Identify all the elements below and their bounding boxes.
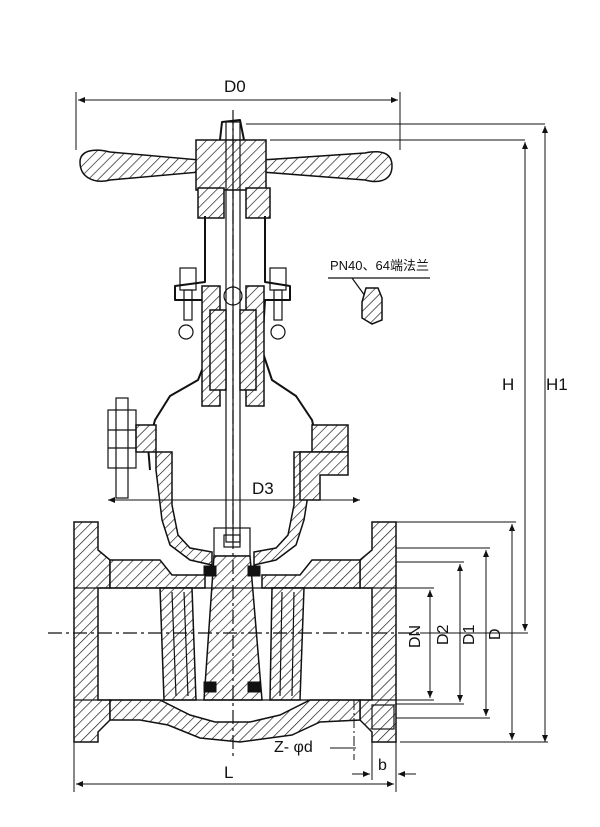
d0-label: D0	[224, 77, 246, 96]
yoke-bonnet	[147, 216, 319, 471]
bolt-label: Z- φd	[274, 739, 313, 756]
flange-note-label: PN40、64端法兰	[330, 258, 429, 273]
bonnet-flange	[107, 397, 349, 566]
b-label: b	[378, 757, 387, 774]
dimension-lines	[73, 92, 548, 792]
l-label: L	[224, 763, 233, 782]
dn-label: DN	[407, 625, 424, 648]
d3-label: D3	[252, 479, 274, 498]
h-label: H	[502, 375, 514, 394]
handwheel	[79, 119, 393, 219]
centerlines	[48, 110, 420, 760]
valve-body	[73, 521, 397, 743]
d2-label: D2	[435, 624, 452, 645]
flange-detail-note	[328, 277, 430, 325]
d-label: D	[487, 628, 504, 640]
h1-label: H1	[546, 375, 568, 394]
d1-label: D1	[461, 624, 478, 645]
